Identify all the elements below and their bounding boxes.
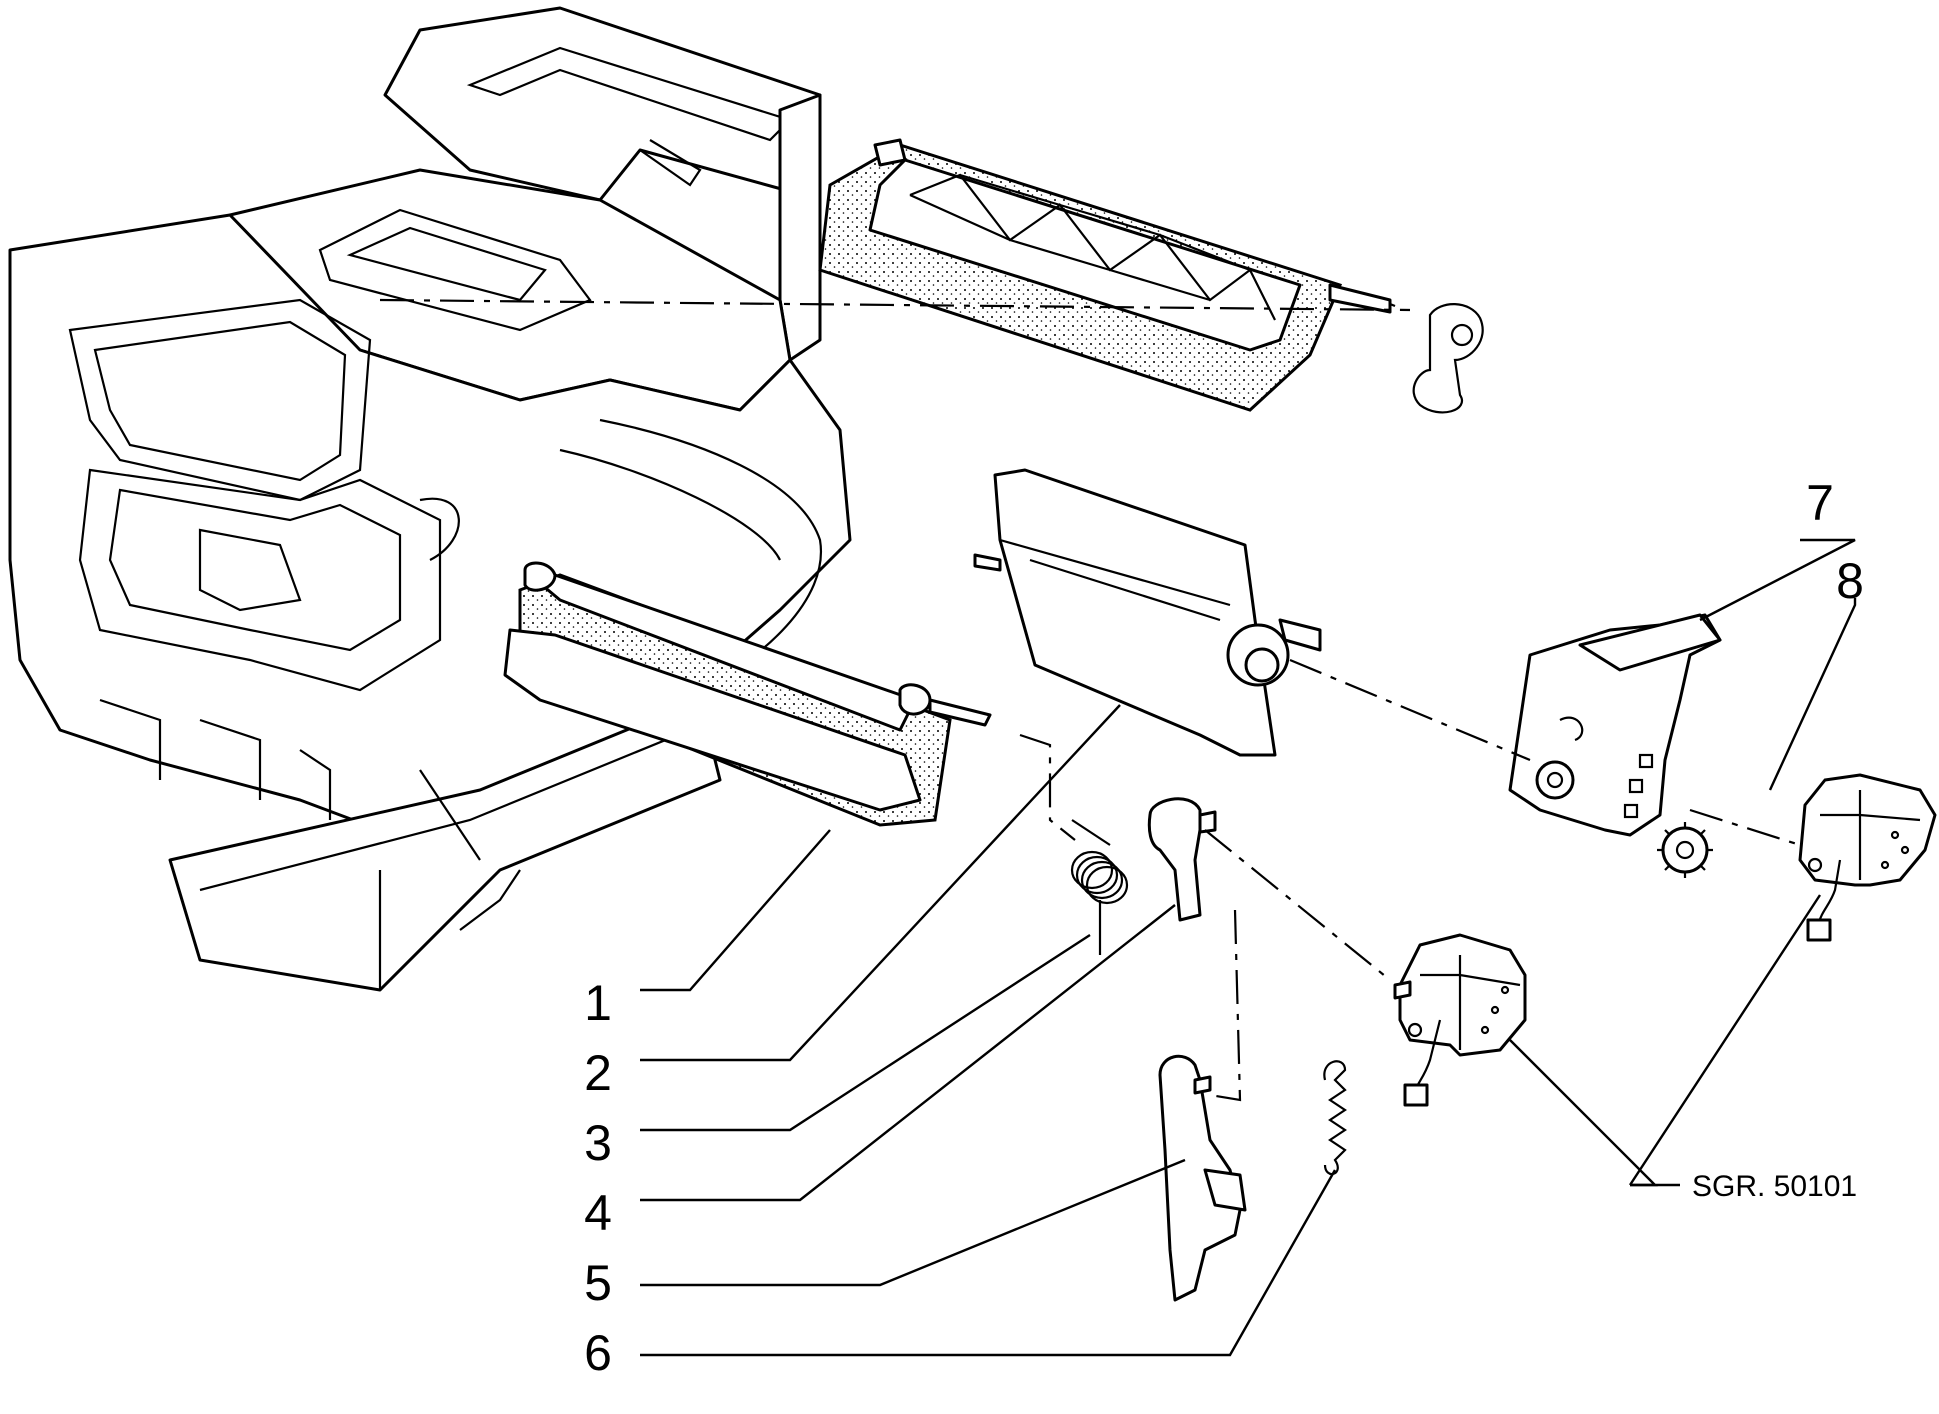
part-7-bracket — [1508, 613, 1722, 837]
leader-4 — [640, 904, 1176, 1202]
part-1-flap — [503, 561, 992, 827]
reference-code: SGR. 50101 — [1692, 1170, 1857, 1203]
part-3-spring — [1070, 819, 1129, 955]
callout-7: 7 — [1806, 475, 1834, 531]
part-6-spring — [1323, 1060, 1347, 1176]
callout-6: 6 — [584, 1325, 612, 1381]
callout-2: 2 — [584, 1045, 612, 1101]
part-5-arm — [1158, 1054, 1247, 1302]
leader-3 — [640, 933, 1091, 1132]
leader-5-line — [640, 1158, 1186, 1287]
upper-air-flap — [818, 138, 1396, 412]
flap-link-piece — [1412, 303, 1484, 414]
leader-lines — [640, 538, 1857, 1202]
leader-6-line — [640, 1169, 1337, 1357]
heater-housing — [8, 6, 852, 992]
callout-1: 1 — [584, 975, 612, 1031]
leader-1 — [640, 829, 831, 992]
assembly-axis-lines — [379, 298, 1801, 1102]
callout-5: 5 — [584, 1255, 612, 1311]
leader-2 — [640, 704, 1121, 1062]
actuator-motor-left — [1393, 933, 1527, 1107]
part-8-gear — [1657, 822, 1713, 878]
part-2-flap — [973, 468, 1322, 757]
actuator-motor-right — [1798, 773, 1937, 942]
part-4-lever — [1147, 797, 1217, 922]
callout-4: 4 — [584, 1185, 612, 1241]
callout-8: 8 — [1836, 553, 1864, 609]
callout-numbers: 1 2 3 4 5 6 7 8 SGR. 50101 — [584, 475, 1864, 1381]
callout-3: 3 — [584, 1115, 612, 1171]
